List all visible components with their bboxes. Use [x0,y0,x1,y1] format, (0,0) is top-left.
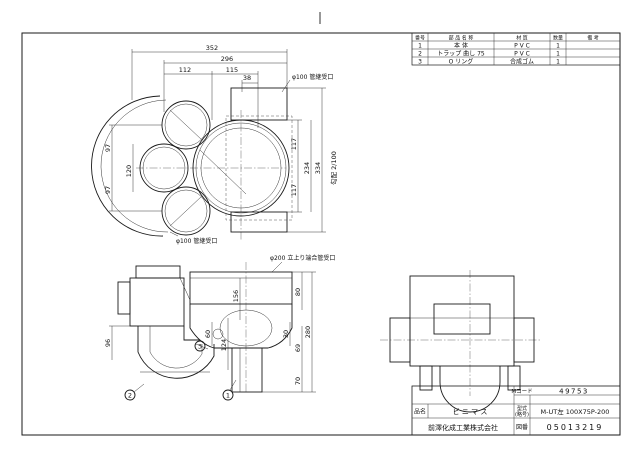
balloon-3: 3 [198,343,202,351]
drawing-border [21,32,621,436]
dim-80: 80 [294,288,302,296]
parts-table: 番号 部 品 名 称 材 質 数量 備 考 1 本 体 P V C 1 2 トラ… [411,32,621,66]
m-code-label: Mコード [511,388,532,395]
balloon-1: 1 [226,392,230,400]
part-2-qty: 1 [556,51,560,58]
dim-296: 296 [221,55,233,63]
dim-117-lower: 117 [290,184,298,196]
dim-overall-width: 352 [206,44,218,52]
part-1-no: 1 [418,43,422,50]
type-label-line2: (略号) [515,411,529,418]
m-code-value: 49753 [559,388,589,396]
front-view: φ200 立上り端合管受口 156 80 96 60 124 [104,254,335,401]
balloon-2: 2 [128,392,132,400]
part-2-name: トラップ 曲し 75 [437,50,485,58]
drawing-no: 05013219 [547,423,604,432]
dim-234: 234 [303,162,311,174]
part-2-material: P V C [514,51,530,58]
drawing-no-label: 図番 [516,424,528,431]
part-1-material: P V C [514,43,530,50]
part-2-no: 2 [418,51,422,58]
dim-280: 280 [304,326,312,338]
part-3-qty: 1 [556,59,560,66]
dim-38: 38 [243,74,251,82]
dim-69: 69 [294,344,302,352]
dim-60: 60 [204,330,212,338]
name-value: ビ ニ マ ス [453,407,488,416]
company-name: 前澤化成工業株式会社 [428,423,498,432]
dim-97-upper: 97 [104,144,112,152]
dim-30: 30 [282,330,290,338]
part-3-material: 合成ゴム [510,58,534,66]
bottom-pipe-label: φ100 管継受口 [176,237,217,245]
dim-97-lower: 97 [104,186,112,194]
dim-112: 112 [179,66,191,74]
part-1-name: 本 体 [454,42,468,50]
type-label-line1: 型式 [517,405,527,412]
part-3-no: 3 [418,59,422,66]
dim-334: 334 [314,162,322,174]
front-top-pipe-label: φ200 立上り端合管受口 [270,254,335,262]
part-3-name: O リング [449,58,474,66]
parts-header-qty: 数量 [553,35,563,42]
parts-header-no: 番号 [415,35,425,42]
side-view [380,270,540,413]
dim-124: 124 [220,339,228,351]
parts-header-material: 材 質 [516,35,528,42]
slope-label: 勾配 2/100 [329,151,338,185]
dim-117-upper: 117 [290,138,298,150]
part-1-qty: 1 [556,43,560,50]
dim-70: 70 [294,377,302,385]
dim-156: 156 [232,290,240,302]
dim-96: 96 [104,339,112,347]
top-pipe-label: φ100 管継受口 [292,73,333,81]
top-view: 352 296 112 115 38 [91,44,338,245]
parts-header-note: 備 考 [587,35,599,42]
dim-115: 115 [226,66,238,74]
dim-120: 120 [125,165,133,177]
parts-header-name: 部 品 名 称 [449,35,474,42]
name-label: 品名 [414,408,426,416]
title-block: Mコード 49753 型式 (略号) M-UT左 100X75P-200 品名 … [411,385,621,436]
type-value: M-UT左 100X75P-200 [541,407,610,416]
